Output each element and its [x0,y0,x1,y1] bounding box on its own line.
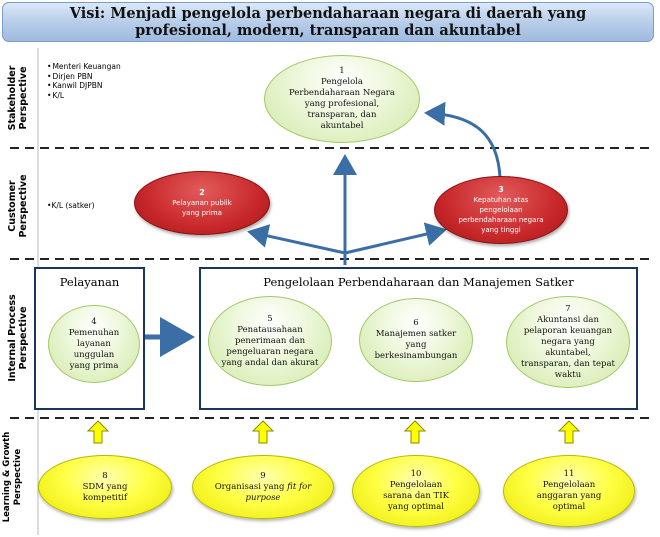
objective-text: Pengelolaan anggaran yang optimal [536,480,602,512]
objective-text: Penatausahaan penerimaan dan pengeluaran… [221,324,319,368]
stakeholder-list: Menteri Keuangan Dirjen PBN Kanwil DJPBN… [47,62,121,101]
up-arrow-3 [404,420,426,444]
objective-7: 7 Akuntansi dan pelaporan keuangan negar… [506,296,630,388]
objective-number: 7 [565,303,571,314]
stakeholder-item: K/L [47,91,121,101]
customer-item: K/L (satker) [47,201,94,210]
objective-8: 8 SDM yang kompetitif [38,455,172,519]
pelayanan-panel-title: Pelayanan [59,275,120,289]
objective-number: 11 [563,469,575,479]
objective-text: SDM yang kompetitif [82,481,128,503]
stakeholder-item: Menteri Keuangan [47,62,120,72]
objective-text-italic: fit for purpose [245,481,312,503]
objective-number: 2 [199,188,205,197]
objective-4: 4 Pemenuhan layanan unggulan yang prima [48,305,140,383]
objective-text-part: Organisasi yang [214,481,288,492]
arrow-to-objective-3 [344,222,447,255]
pengelolaan-panel-title: Pengelolaan Perbendaharaan dan Manajemen… [263,275,574,289]
vision-title-bar: Visi: Menjadi pengelola perbendaharaan n… [2,2,654,42]
objective-text: Pemenuhan layanan unggulan yang prima [68,327,120,371]
learning-perspective-label: Learning & Growth Perspective [2,431,23,523]
stakeholder-item: Kanwil DJPBN [47,81,121,91]
objective-3: 3 Kepatuhan atas pengelolaan perbendahar… [434,176,568,244]
arrow-to-objective-2 [247,224,346,255]
objective-2: 2 Pelayanan publik yang prima [134,171,270,235]
stakeholder-item: Dirjen PBN [47,72,121,82]
objective-text: Pelayanan publik yang prima [172,199,232,217]
objective-1: 1 Pengelola Perbendaharaan Negara yang p… [264,55,420,143]
objective-number: 9 [260,470,266,481]
objective-text: Pengelola Perbendaharaan Negara yang pro… [289,77,395,131]
objective-number: 10 [410,469,422,479]
objective-6: 6 Manajemen satker yang berkesinambungan [359,298,473,382]
objective-5: 5 Penatausahaan penerimaan dan pengeluar… [208,296,332,386]
objective-9: 9 Organisasi yang fit for purpose [192,455,334,519]
stakeholder-perspective-label: Stakeholder Perspective [7,65,29,131]
objective-number: 1 [339,66,345,76]
internal-perspective-label: Internal Process Perspective [7,294,29,382]
objective-number: 8 [102,470,108,481]
up-arrow-1 [87,420,109,444]
customer-perspective-label: Customer Perspective [7,174,29,238]
objective-10: 10 Pengelolaan sarana dan TIK yang optim… [352,455,480,527]
objective-11: 11 Pengelolaan anggaran yang optimal [503,455,635,527]
arrow-3-to-1 [424,101,502,179]
objective-number: 6 [413,318,419,328]
up-arrow-2 [252,420,274,444]
objective-text: Akuntansi dan pelaporan keuangan negara … [521,314,615,380]
objective-text: Kepatuhan atas pengelolaan perbendaharaa… [458,196,544,234]
objective-text: Manajemen satker yang berkesinambungan [374,329,458,361]
objective-text: Organisasi yang fit for purpose [213,482,313,504]
up-arrow-4 [558,420,580,444]
vision-title: Visi: Menjadi pengelola perbendaharaan n… [69,5,587,39]
objective-number: 5 [267,313,273,324]
objective-number: 4 [91,316,97,327]
objective-number: 3 [498,185,504,194]
objective-text: Pengelolaan sarana dan TIK yang optimal [383,480,449,512]
